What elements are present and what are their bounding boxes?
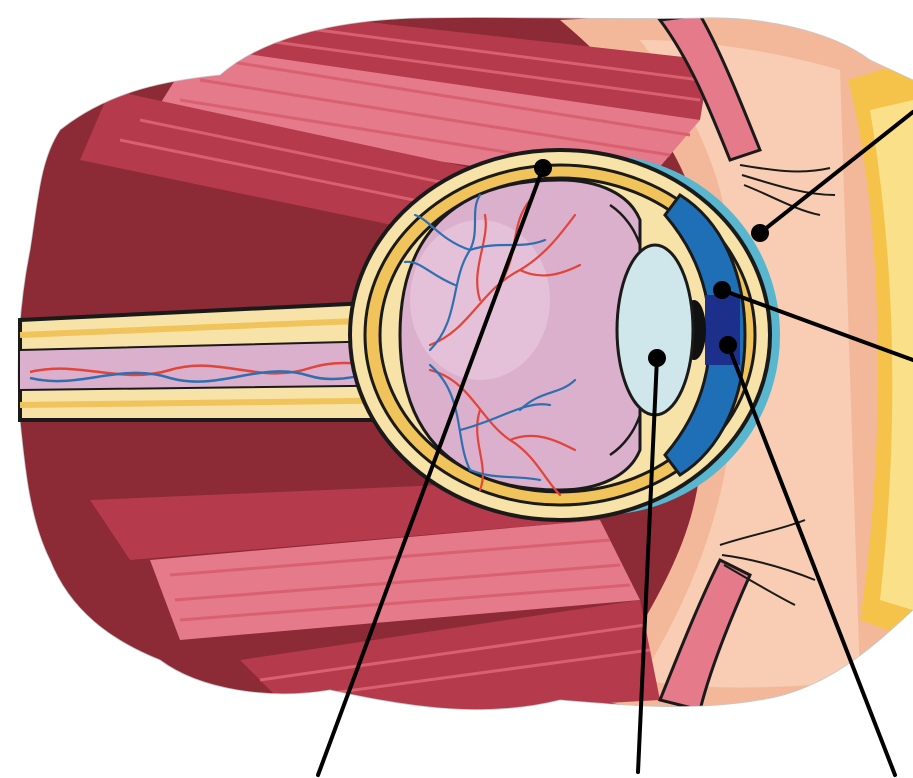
eyeball bbox=[350, 150, 775, 520]
anterior-chamber bbox=[705, 295, 740, 365]
